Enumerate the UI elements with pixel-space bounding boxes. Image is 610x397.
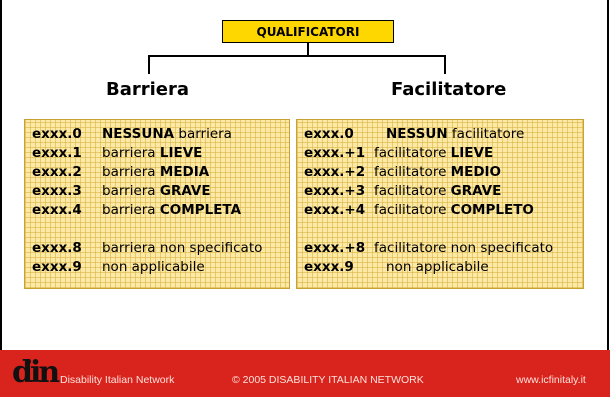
connector-right-drop [444,55,446,74]
row-code: exxx.0 [304,126,354,142]
row-desc: facilitatore COMPLETO [374,202,534,218]
title-text: QUALIFICATORI [256,24,360,39]
row-desc: facilitatore LIEVE [374,145,494,161]
row-code: exxx.8 [32,240,82,256]
list-item: exxx.+3 facilitatore GRAVE [297,182,583,201]
row-code: exxx.4 [32,202,82,218]
row-desc: non applicabile [386,259,489,275]
heading-barriera: Barriera [106,79,190,100]
panel-barriera: exxx.0 NESSUNA barriera exxx.1 barriera … [24,119,290,289]
row-code: exxx.2 [32,164,82,180]
row-desc: barriera GRAVE [102,183,211,199]
connector-left-drop [148,55,150,74]
row-code: exxx.+2 [304,164,366,180]
footer-bar: din Disability Italian Network © 2005 DI… [0,350,610,397]
title-box: QUALIFICATORI [222,20,394,43]
connector-trunk [307,43,309,56]
row-desc: non applicabile [102,259,205,275]
connector-bar [148,55,446,57]
list-item: exxx.+8 facilitatore non specificato [297,239,583,258]
row-desc: barriera LIEVE [102,145,203,161]
list-item: exxx.+2 facilitatore MEDIO [297,163,583,182]
row-desc: NESSUNA barriera [102,126,232,142]
row-desc: barriera COMPLETA [102,202,242,218]
row-code: exxx.+8 [304,240,366,256]
din-logo: din [12,355,60,390]
footer-copyright: © 2005 DISABILITY ITALIAN NETWORK [232,374,424,386]
list-item: exxx.2 barriera MEDIA [25,163,289,182]
frame-right-border [607,0,609,350]
row-code: exxx.+1 [304,145,366,161]
list-item: exxx.0 NESSUNA barriera [25,125,289,144]
row-desc: facilitatore non specificato [374,240,554,256]
logo-dot-icon [26,359,31,364]
frame-left-border [0,0,2,350]
footer-network-name: Disability Italian Network [60,374,175,386]
list-item: exxx.8 barriera non specificato [25,239,289,258]
panel-facilitatore: exxx.0 NESSUN facilitatore exxx.+1 facil… [296,119,584,289]
row-desc: NESSUN facilitatore [386,126,525,142]
row-code: exxx.9 [32,259,82,275]
list-item: exxx.1 barriera LIEVE [25,144,289,163]
row-desc: barriera non specificato [102,240,263,256]
list-item: exxx.+1 facilitatore LIEVE [297,144,583,163]
list-item: exxx.3 barriera GRAVE [25,182,289,201]
row-code: exxx.+4 [304,202,366,218]
row-code: exxx.0 [32,126,82,142]
row-desc: facilitatore MEDIO [374,164,502,180]
list-item: exxx.9 non applicabile [297,258,583,277]
row-code: exxx.1 [32,145,82,161]
list-item: exxx.+4 facilitatore COMPLETO [297,201,583,220]
list-item: exxx.0 NESSUN facilitatore [297,125,583,144]
list-item: exxx.4 barriera COMPLETA [25,201,289,220]
row-desc: barriera MEDIA [102,164,210,180]
footer-website-link[interactable]: www.icfinitaly.it [516,374,586,386]
list-item: exxx.9 non applicabile [25,258,289,277]
heading-facilitatore: Facilitatore [391,79,507,100]
row-desc: facilitatore GRAVE [374,183,502,199]
row-code: exxx.9 [304,259,354,275]
logo-text: din [12,355,60,390]
row-code: exxx.+3 [304,183,366,199]
row-code: exxx.3 [32,183,82,199]
